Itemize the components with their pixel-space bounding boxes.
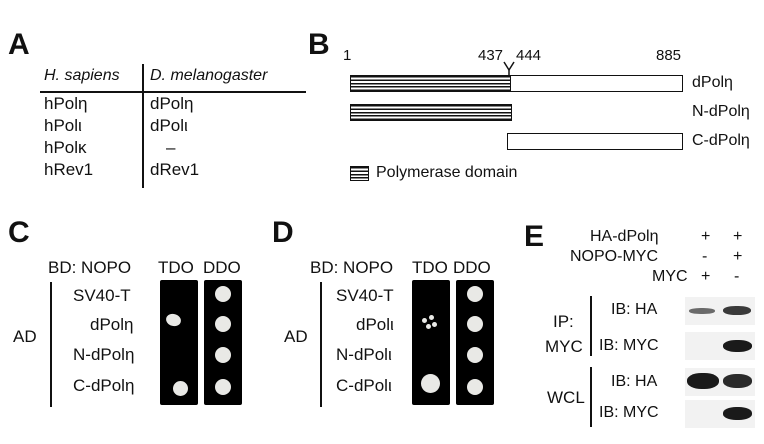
legend-label: Polymerase domain: [376, 164, 518, 181]
yeast-colony: [173, 381, 188, 396]
prey-bracket: [50, 282, 52, 407]
c-terminal-region-full: [510, 75, 683, 92]
plate-tdo: [412, 280, 450, 405]
legend-swatch: [350, 166, 369, 181]
medium-label-tdo: TDO: [412, 258, 448, 277]
yeast-colony: [467, 286, 483, 302]
yeast-colony: [426, 324, 431, 329]
condition-label: NOPO-MYC: [570, 248, 658, 265]
prey-row-label: dPolη: [90, 315, 134, 334]
construct-label-c: C-dPolη: [692, 132, 750, 149]
yeast-colony: [215, 286, 231, 302]
table-header-rule: [40, 91, 306, 93]
c-terminal-region-c: [507, 133, 683, 150]
yeast-colony: [467, 316, 483, 332]
blot-label: IB: MYC: [599, 337, 659, 354]
prey-row-label: C-dPolι: [336, 376, 392, 395]
panel-e-letter: E: [524, 220, 545, 253]
yeast-colony: [215, 316, 231, 332]
plate-ddo: [204, 280, 242, 405]
blot-wcl-ha: [685, 368, 755, 396]
medium-label-ddo: DDO: [453, 258, 491, 277]
table-column-divider: [142, 64, 144, 188]
yeast-colony: [215, 379, 231, 395]
prey-row-label: dPolι: [356, 315, 394, 334]
yeast-colony: [467, 379, 483, 395]
blot-band: [723, 407, 752, 420]
table-cell-fly: dPolι: [150, 116, 188, 135]
panel-a-letter: A: [8, 28, 30, 61]
table-cell-fly: dPolη: [150, 94, 194, 113]
construct-label-n: N-dPolη: [692, 103, 750, 120]
prey-label: AD: [284, 327, 308, 346]
blot-label: IB: MYC: [599, 404, 659, 421]
medium-label-ddo: DDO: [203, 258, 241, 277]
table-cell-human: hPolι: [44, 116, 82, 135]
table-cell-human: hRev1: [44, 160, 94, 179]
blot-band: [689, 308, 715, 314]
blot-band: [687, 373, 719, 389]
position-label-start: 1: [343, 47, 352, 64]
col-header-human: H. sapiens: [44, 67, 120, 84]
yeast-colony: [164, 312, 183, 328]
table-cell-fly: –: [166, 138, 176, 157]
table-cell-fly: dRev1: [150, 160, 200, 179]
yeast-colony: [421, 374, 440, 393]
condition-mark: +: [733, 248, 743, 265]
condition-mark: +: [733, 228, 743, 245]
wcl-label: WCL: [547, 388, 585, 407]
ip-bracket: [590, 296, 592, 356]
col-header-fly: D. melanogaster: [150, 67, 268, 84]
condition-mark: -: [702, 248, 708, 265]
position-label-end: 885: [656, 47, 682, 64]
prey-row-label: C-dPolη: [73, 376, 135, 395]
blot-ip-myc: [685, 332, 755, 360]
ip-label: IP:: [553, 312, 574, 331]
yeast-colony: [429, 315, 434, 320]
plate-ddo: [456, 280, 494, 405]
table-cell-human: hPolκ: [44, 138, 87, 157]
prey-row-label: SV40-T: [73, 286, 131, 305]
prey-row-label: SV40-T: [336, 286, 394, 305]
position-label-domain-end: 437: [478, 47, 504, 64]
condition-label: HA-dPolη: [590, 228, 659, 245]
blot-band: [723, 374, 752, 388]
polymerase-domain-n: [350, 104, 512, 121]
construct-label-full: dPolη: [692, 74, 733, 91]
wcl-bracket: [590, 367, 592, 427]
polymerase-domain-full: [350, 75, 512, 92]
split-marker: [503, 61, 515, 76]
panel-d-letter: D: [272, 216, 294, 249]
panel-c-letter: C: [8, 216, 30, 249]
bait-label: BD: NOPO: [48, 258, 132, 277]
blot-ip-ha: [685, 297, 755, 325]
plate-tdo: [160, 280, 198, 405]
prey-label: AD: [13, 327, 37, 346]
position-label-split: 444: [516, 47, 542, 64]
yeast-colony: [467, 347, 483, 363]
medium-label-tdo: TDO: [158, 258, 194, 277]
yeast-colony: [422, 318, 427, 323]
blot-band: [723, 340, 752, 352]
panel-b-letter: B: [308, 28, 330, 61]
bait-label: BD: NOPO: [310, 258, 394, 277]
condition-mark: +: [701, 228, 711, 245]
prey-row-label: N-dPolι: [336, 345, 392, 364]
condition-label: MYC: [652, 268, 688, 285]
table-cell-human: hPolη: [44, 94, 88, 113]
condition-mark: -: [734, 268, 740, 285]
yeast-colony: [432, 322, 437, 327]
prey-bracket: [320, 282, 322, 407]
prey-row-label: N-dPolη: [73, 345, 135, 364]
yeast-colony: [215, 347, 231, 363]
blot-label: IB: HA: [611, 373, 658, 390]
blot-band: [723, 306, 751, 315]
ip-antibody-label: MYC: [545, 337, 583, 356]
blot-label: IB: HA: [611, 301, 658, 318]
blot-wcl-myc: [685, 400, 755, 428]
condition-mark: +: [701, 268, 711, 285]
